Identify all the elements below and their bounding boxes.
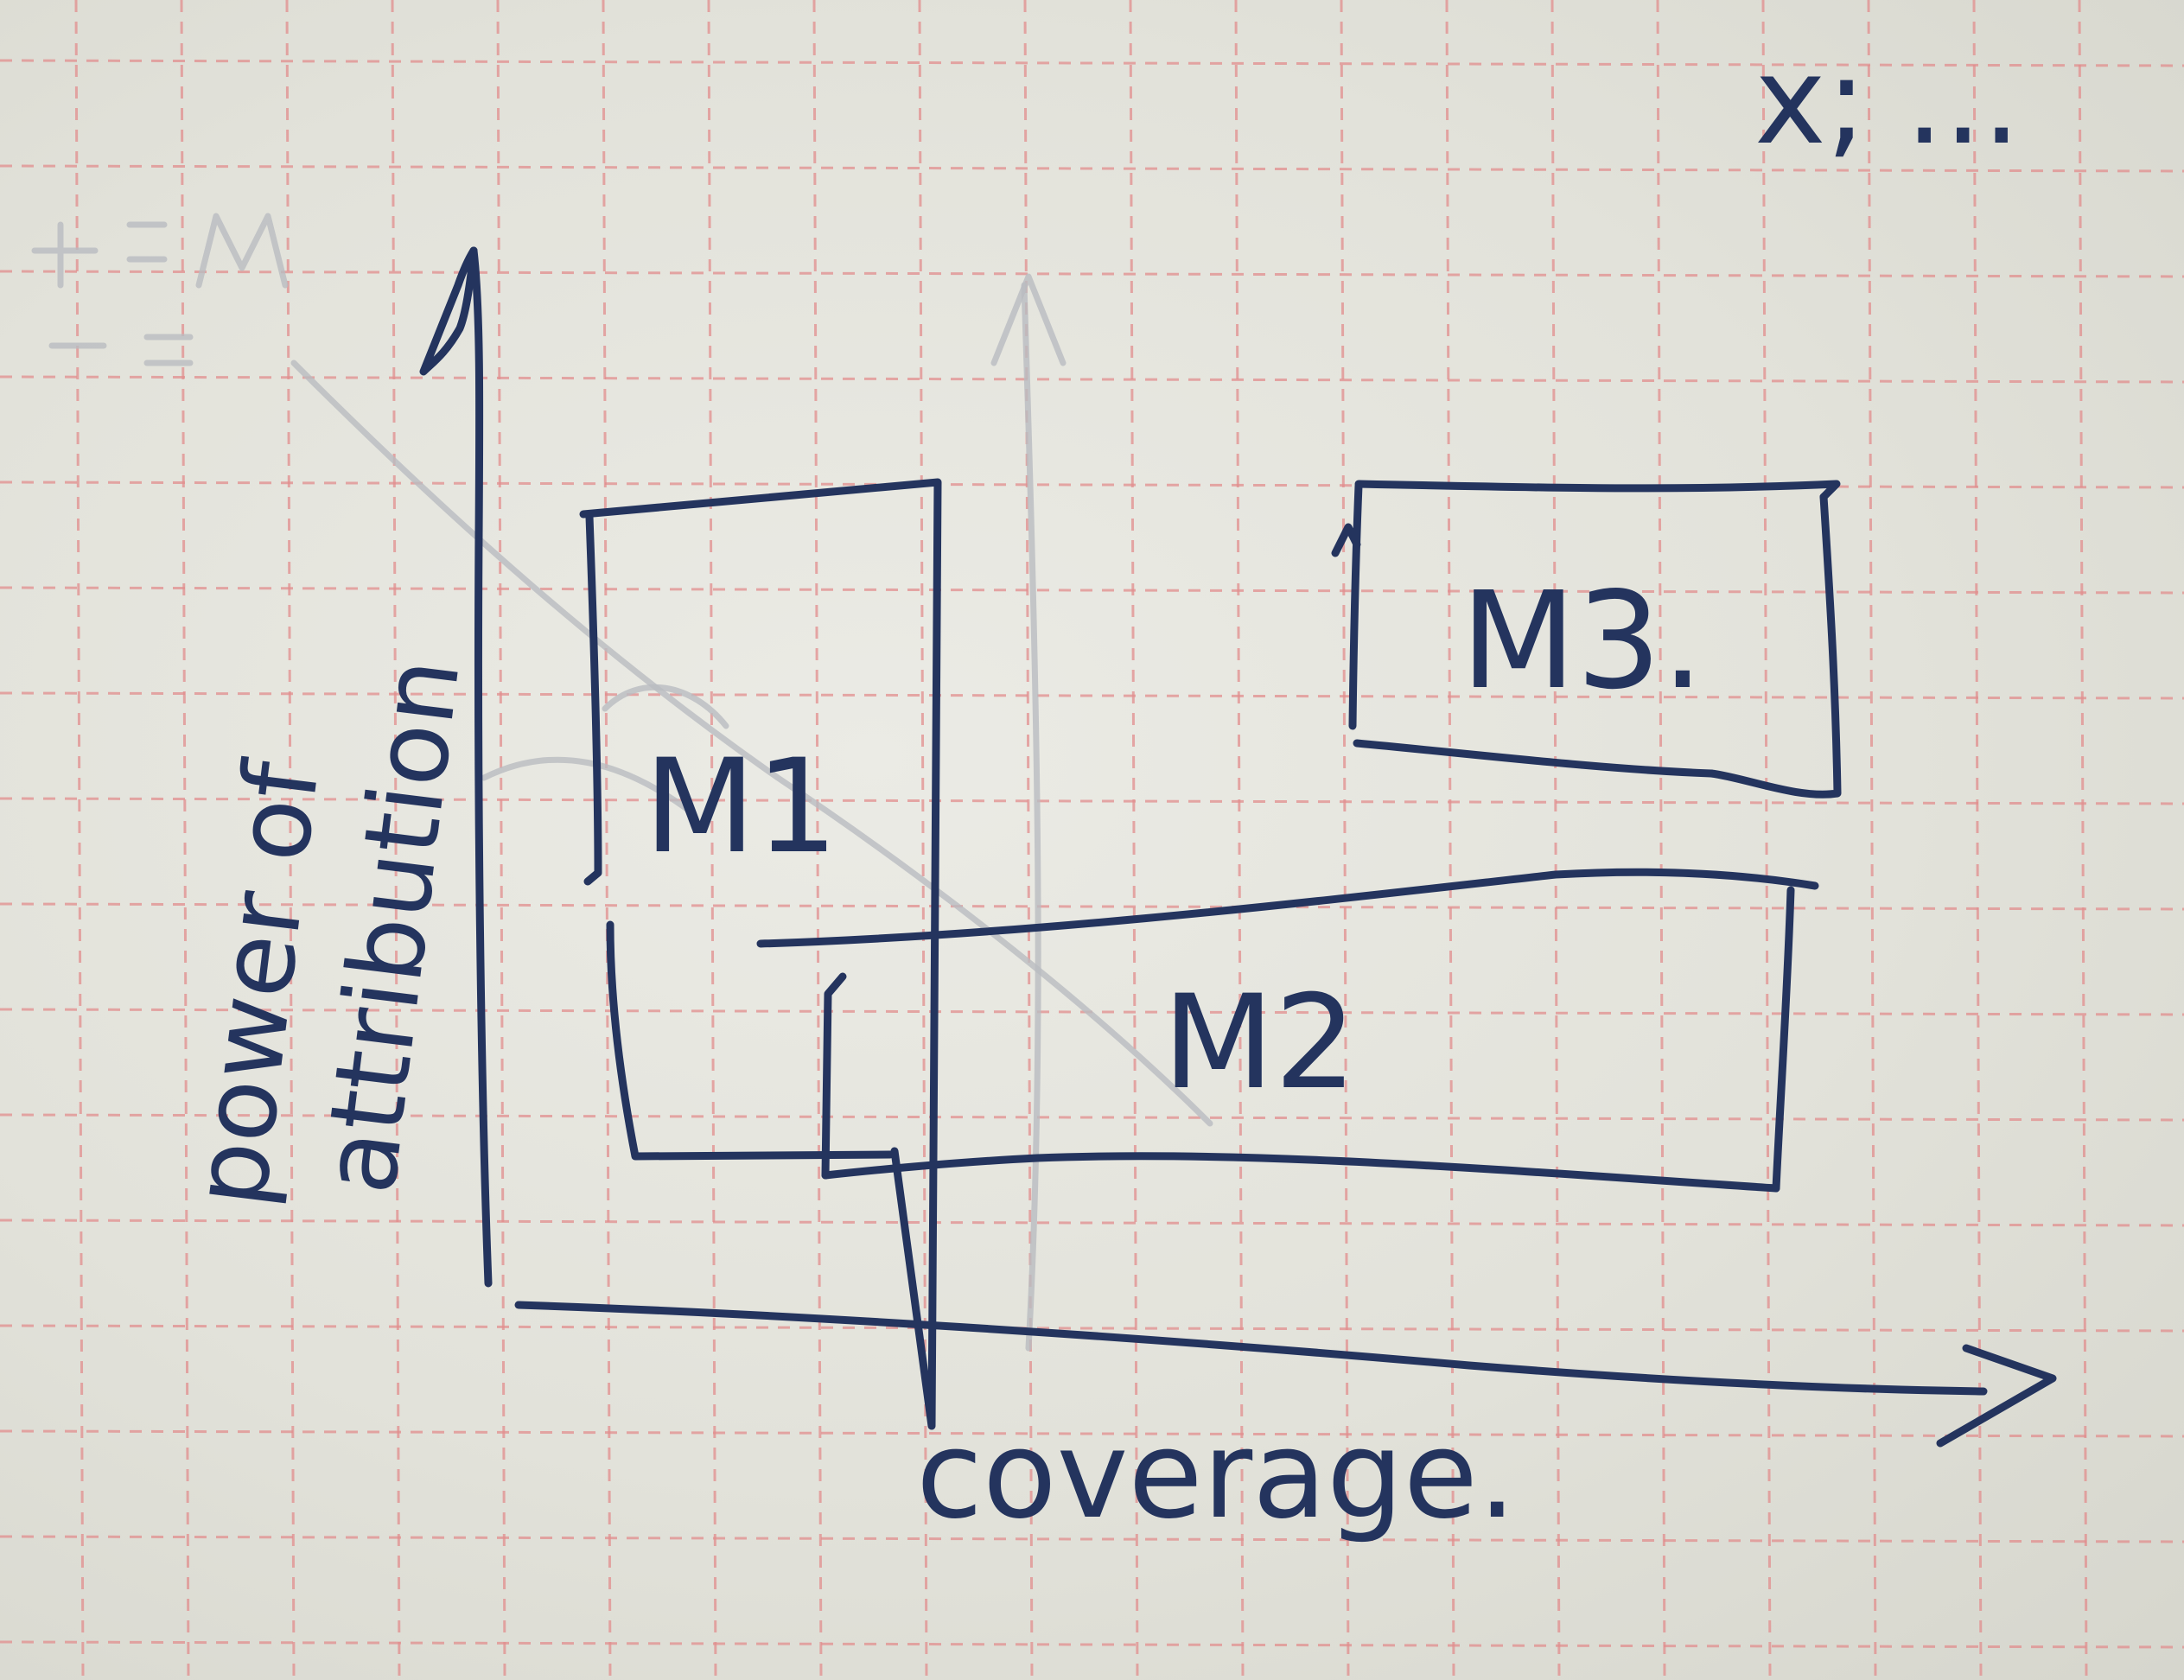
grid-line-horizontal (0, 270, 2184, 278)
grid-line-horizontal (0, 1113, 2184, 1122)
x-axis-arrowhead (1936, 1344, 2057, 1448)
box-m2 (756, 868, 1819, 1193)
y-axis-label-line2: attribution (299, 652, 483, 1200)
box-m3-label: M3. (1461, 563, 1704, 719)
grid-line-horizontal (0, 59, 2184, 67)
top-right-note: x; ... (1754, 31, 2021, 172)
box-m3 (1331, 480, 1842, 799)
grid-line-vertical (1656, 0, 1666, 1680)
grid-line-vertical (1867, 0, 1877, 1680)
box-m1-label: M1 (644, 732, 838, 882)
box-m1 (579, 478, 942, 1430)
grid-line-vertical (1761, 0, 1772, 1680)
y-axis-line (469, 246, 493, 1288)
grid-line-vertical (1972, 0, 1983, 1680)
grid-line-vertical (180, 0, 190, 1680)
grid-line-horizontal (0, 691, 2184, 700)
grid-line-vertical (1550, 0, 1561, 1680)
grid-line-horizontal (0, 902, 2184, 911)
grid-line-horizontal (0, 1219, 2184, 1227)
grid-line-horizontal (0, 1640, 2184, 1649)
grid-line-horizontal (0, 1535, 2184, 1543)
grid-line-horizontal (0, 1429, 2184, 1438)
x-axis-line (514, 1301, 1988, 1396)
grid-line-horizontal (0, 1324, 2184, 1333)
grid-line-vertical (2078, 0, 2088, 1680)
bleed-through-marks (31, 213, 1213, 1352)
grid-line-horizontal (0, 586, 2184, 595)
grid-line-horizontal (0, 164, 2184, 173)
y-axis-arrowhead (419, 246, 478, 376)
handwritten-labels: x; ... power of attribution coverage. M1… (169, 31, 2021, 1546)
box-m2-label: M2 (1162, 968, 1357, 1118)
grid-line-horizontal (0, 480, 2184, 489)
x-axis-label: coverage. (916, 1405, 1516, 1546)
grid-line-horizontal (0, 797, 2184, 805)
grid-line-vertical (496, 0, 506, 1680)
grid-line-vertical (602, 0, 612, 1680)
grid-line-horizontal (0, 375, 2184, 384)
axes (419, 246, 2057, 1448)
